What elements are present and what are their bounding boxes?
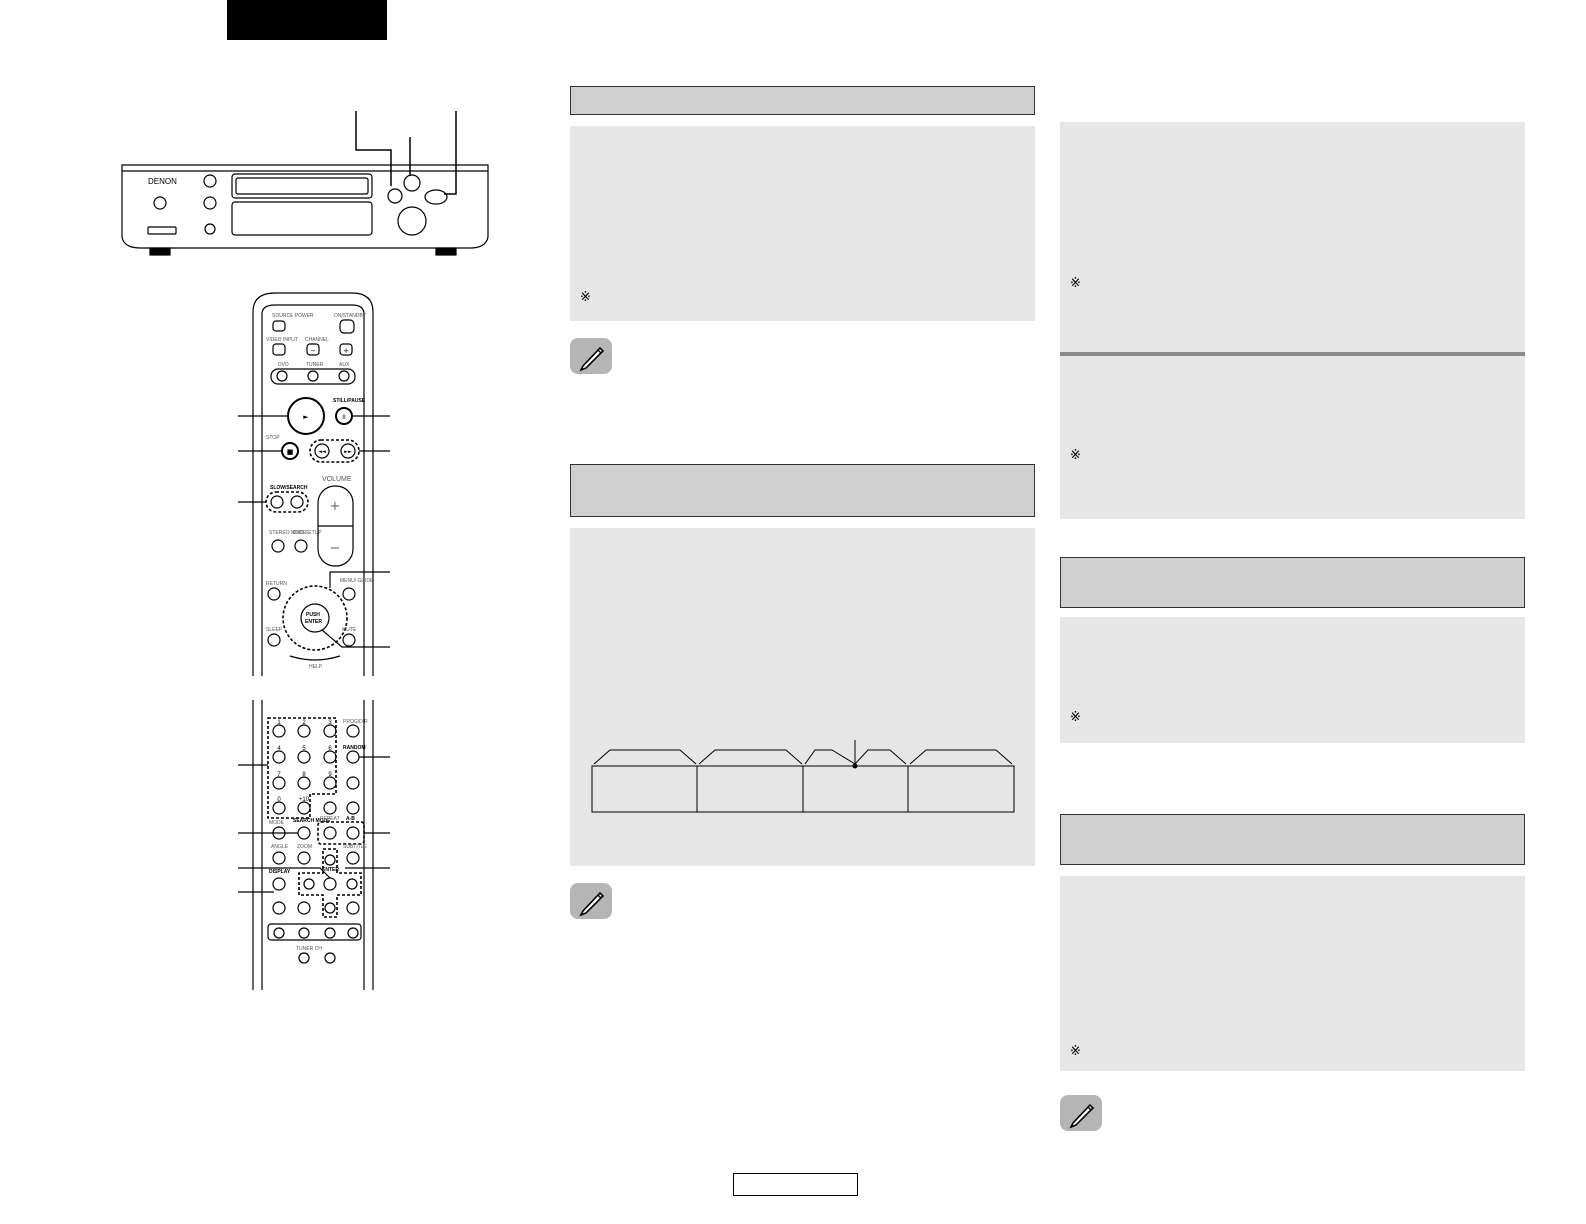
remote-label-search-mode: SEARCH MODE bbox=[293, 818, 331, 824]
digit-8-label: 8 bbox=[302, 772, 306, 778]
memo-pencil-icon bbox=[1060, 1095, 1102, 1131]
cd-player-front bbox=[121, 164, 489, 256]
remote-label-stereo-mode: STEREO MODE bbox=[269, 530, 307, 536]
skip-forward-icon: ►► bbox=[344, 449, 352, 455]
reference-mark: ※ bbox=[1070, 710, 1081, 725]
content-panel-5: ※ bbox=[1060, 617, 1525, 743]
stop-icon: ■ bbox=[287, 448, 294, 456]
remote-label-enter: ENTER bbox=[305, 619, 322, 625]
remote-label-still-pause: STILL/PAUSE bbox=[333, 398, 366, 404]
remote-bottom bbox=[252, 700, 374, 990]
remote-label-mode: MODE bbox=[269, 820, 285, 826]
remote-label-help: HELP bbox=[309, 664, 323, 670]
digit-plus10-label: +10 bbox=[299, 797, 310, 803]
reference-mark: ※ bbox=[1070, 276, 1081, 291]
reference-mark: ※ bbox=[580, 290, 591, 305]
remote-label-dvd-setup: DVD SETUP bbox=[293, 530, 322, 536]
remote-label-random: RANDOM bbox=[343, 745, 366, 751]
remote-label-tuner: TUNER bbox=[306, 362, 324, 368]
remote-label-mute: MUTE bbox=[342, 627, 357, 633]
digit-4-label: 4 bbox=[277, 746, 281, 752]
remote-label-dvd: DVD bbox=[278, 362, 289, 368]
reference-mark: ※ bbox=[1070, 448, 1081, 463]
page-number-box bbox=[733, 1173, 858, 1196]
remote-label-channel: CHANNEL bbox=[305, 337, 329, 343]
panel-divider bbox=[1060, 352, 1525, 356]
digit-5-label: 5 bbox=[302, 746, 306, 752]
digit-7-label: 7 bbox=[277, 772, 281, 778]
remote-label-zoom: ZOOM bbox=[297, 844, 312, 850]
memo-pencil-icon bbox=[570, 883, 612, 919]
pause-icon: II bbox=[342, 414, 346, 421]
content-panel-3: ※ bbox=[1060, 122, 1525, 352]
remote-label-video-input: VIDEO INPUT bbox=[266, 337, 298, 343]
brand-logo: DENON bbox=[148, 177, 177, 186]
remote-label-volume: VOLUME bbox=[322, 476, 352, 483]
skip-back-icon: ◄◄ bbox=[318, 449, 326, 455]
remote-label-tuner-ch: TUNER CH bbox=[296, 946, 322, 952]
remote-label-display: DISPLAY bbox=[269, 869, 291, 875]
digit-0-label: 0 bbox=[277, 797, 281, 803]
section-title-bar-1 bbox=[570, 86, 1035, 115]
remote-top bbox=[252, 292, 374, 676]
remote-label-ch-plus: + bbox=[343, 347, 349, 355]
digit-3-label: 3 bbox=[328, 720, 332, 726]
memo-pencil-icon bbox=[570, 338, 612, 374]
digit-2-label: 2 bbox=[302, 720, 306, 726]
remote-label-repeat: REPEAT bbox=[320, 816, 340, 822]
remote-label-ab: A-B bbox=[346, 816, 355, 822]
disc-chapter-diagram bbox=[591, 740, 1015, 813]
digit-6-label: 6 bbox=[328, 746, 332, 752]
digit-1-label: 1 bbox=[277, 720, 281, 726]
header-language-tab bbox=[227, 0, 387, 40]
device-illustration: DENON SOURCE POWER ON/ST bbox=[121, 111, 489, 990]
play-icon: ► bbox=[303, 413, 309, 421]
remote-label-subtitle: SUBTITLE bbox=[343, 844, 368, 850]
remote-label-slow-search: SLOW/SEARCH bbox=[270, 485, 308, 491]
remote-label-ch-minus: − bbox=[310, 347, 316, 355]
content-panel-1: ※ bbox=[570, 126, 1035, 321]
volume-minus-icon: − bbox=[330, 541, 341, 556]
remote-label-stop: STOP bbox=[266, 435, 280, 441]
remote-label-source-power: SOURCE POWER bbox=[272, 313, 314, 319]
remote-label-aux: AUX bbox=[339, 362, 350, 368]
remote-label-on-standby: ON/STANDBY bbox=[334, 313, 367, 319]
content-panel-4: ※ bbox=[1060, 356, 1525, 519]
remote-label-prog-dir: PROG/DIR bbox=[343, 719, 368, 725]
remote-label-enter-bottom: ENTER bbox=[322, 867, 339, 873]
section-title-bar-2 bbox=[570, 464, 1035, 517]
remote-label-angle: ANGLE bbox=[271, 844, 289, 850]
section-title-bar-3 bbox=[1060, 557, 1525, 608]
digit-9-label: 9 bbox=[328, 772, 332, 778]
reference-mark: ※ bbox=[1070, 1044, 1081, 1059]
remote-label-sleep: SLEEP bbox=[266, 627, 283, 633]
remote-label-menu: MENU/ GUIDE bbox=[340, 578, 374, 584]
content-panel-6: ※ bbox=[1060, 876, 1525, 1071]
remote-label-return: RETURN bbox=[266, 581, 287, 587]
remote-label-push: PUSH bbox=[306, 612, 320, 618]
content-panel-2 bbox=[570, 528, 1035, 866]
volume-plus-icon: + bbox=[330, 499, 341, 514]
section-title-bar-4 bbox=[1060, 814, 1525, 865]
